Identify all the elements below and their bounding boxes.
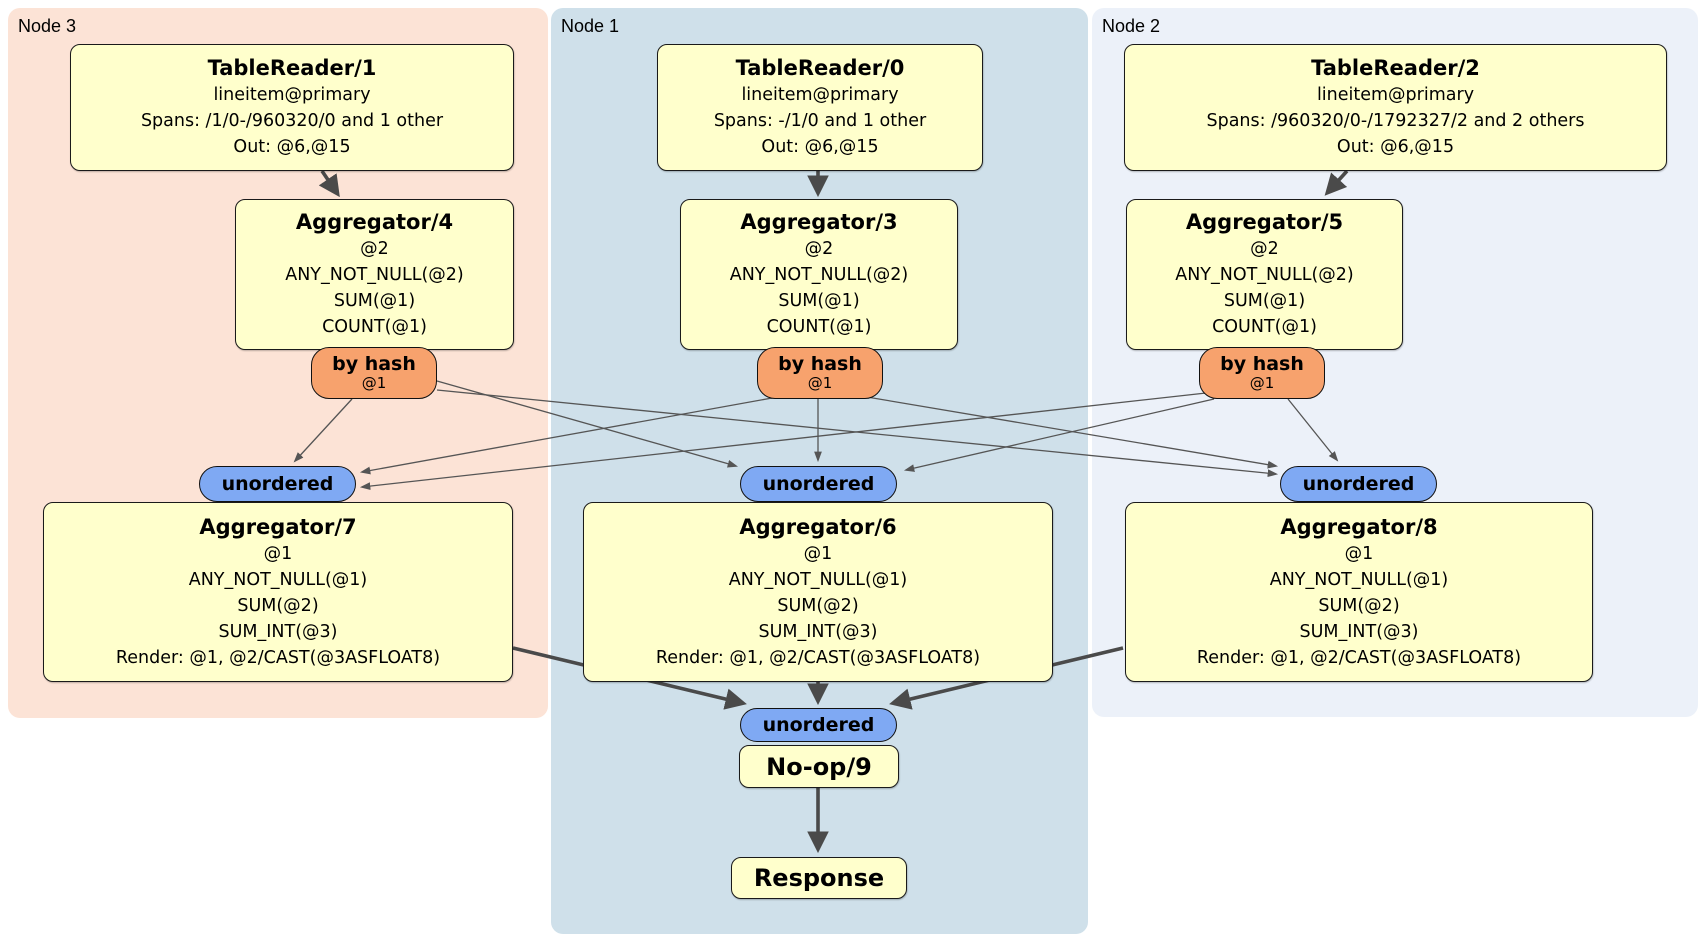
processor-title: Aggregator/7: [199, 514, 357, 539]
processor-detail: Out: @6,@15: [1336, 137, 1455, 157]
router-detail: @1: [361, 374, 387, 392]
processor-detail: SUM(@1): [333, 291, 416, 311]
processor-aggregator-7: Aggregator/7 @1 ANY_NOT_NULL(@1) SUM(@2)…: [43, 502, 513, 682]
processor-tablereader-1: TableReader/1 lineitem@primary Spans: /1…: [70, 44, 514, 171]
router-label: by hash: [778, 353, 862, 375]
processor-detail: SUM(@2): [237, 595, 319, 616]
processor-detail: @1: [803, 543, 833, 564]
synchronizer-unordered-final: unordered: [740, 708, 897, 742]
processor-detail: SUM(@1): [1223, 291, 1306, 311]
processor-detail: lineitem@primary: [213, 85, 371, 105]
processor-title: Response: [753, 864, 885, 892]
synchronizer-unordered-node2: unordered: [1280, 466, 1437, 502]
processor-detail: SUM_INT(@3): [218, 621, 338, 642]
processor-detail: Render: @1, @2/CAST(@3ASFLOAT8): [115, 647, 441, 668]
processor-detail: ANY_NOT_NULL(@1): [728, 569, 908, 590]
processor-detail: Out: @6,@15: [233, 137, 351, 157]
processor-detail: COUNT(@1): [1212, 317, 1317, 337]
processor-title: TableReader/2: [1311, 56, 1480, 80]
processor-aggregator-3: Aggregator/3 @2 ANY_NOT_NULL(@2) SUM(@1)…: [680, 199, 958, 350]
processor-tablereader-2: TableReader/2 lineitem@primary Spans: /9…: [1124, 44, 1667, 171]
processor-detail: @2: [1250, 239, 1279, 259]
node3-panel-label: Node 3: [18, 16, 77, 36]
processor-aggregator-6: Aggregator/6 @1 ANY_NOT_NULL(@1) SUM(@2)…: [583, 502, 1053, 682]
processor-noop-9: No-op/9: [739, 745, 899, 788]
synchronizer-unordered-node1: unordered: [740, 466, 897, 502]
node1-panel-label: Node 1: [561, 16, 620, 36]
processor-detail: Spans: /960320/0-/1792327/2 and 2 others: [1206, 111, 1585, 131]
processor-detail: Out: @6,@15: [761, 137, 879, 157]
processor-detail: Render: @1, @2/CAST(@3ASFLOAT8): [1196, 647, 1522, 668]
processor-tablereader-0: TableReader/0 lineitem@primary Spans: -/…: [657, 44, 983, 171]
processor-detail: ANY_NOT_NULL(@1): [1269, 569, 1449, 590]
processor-detail: SUM(@2): [777, 595, 859, 616]
processor-detail: @1: [1344, 543, 1374, 564]
processor-detail: Spans: -/1/0 and 1 other: [713, 111, 927, 131]
processor-detail: @1: [263, 543, 293, 564]
processor-detail: COUNT(@1): [766, 317, 872, 337]
router-detail: @1: [1249, 374, 1275, 392]
processor-detail: ANY_NOT_NULL(@2): [729, 265, 909, 285]
processor-detail: SUM(@1): [778, 291, 860, 311]
processor-detail: SUM_INT(@3): [758, 621, 878, 642]
processor-title: TableReader/1: [207, 56, 377, 80]
processor-detail: lineitem@primary: [741, 85, 899, 105]
processor-detail: ANY_NOT_NULL(@1): [188, 569, 368, 590]
processor-aggregator-4: Aggregator/4 @2 ANY_NOT_NULL(@2) SUM(@1)…: [235, 199, 514, 350]
processor-title: Aggregator/6: [739, 514, 897, 539]
router-detail: @1: [807, 374, 833, 392]
synchronizer-unordered-node3: unordered: [199, 466, 356, 502]
processor-title: Aggregator/5: [1185, 210, 1344, 234]
processor-aggregator-8: Aggregator/8 @1 ANY_NOT_NULL(@1) SUM(@2)…: [1125, 502, 1593, 682]
router-label: by hash: [1220, 353, 1304, 375]
processor-aggregator-5: Aggregator/5 @2 ANY_NOT_NULL(@2) SUM(@1)…: [1126, 199, 1403, 350]
node2-panel-label: Node 2: [1102, 16, 1161, 36]
processor-title: Aggregator/4: [295, 210, 454, 234]
router-by-hash-node2: by hash @1: [1199, 347, 1325, 399]
processor-detail: Render: @1, @2/CAST(@3ASFLOAT8): [655, 647, 981, 668]
processor-detail: Spans: /1/0-/960320/0 and 1 other: [140, 111, 444, 131]
router-by-hash-node3: by hash @1: [311, 347, 437, 399]
processor-title: Aggregator/8: [1280, 514, 1438, 539]
processor-detail: SUM_INT(@3): [1299, 621, 1419, 642]
processor-detail: ANY_NOT_NULL(@2): [285, 265, 464, 285]
router-label: by hash: [332, 353, 416, 375]
processor-title: No-op/9: [766, 752, 872, 781]
processor-detail: @2: [804, 239, 834, 259]
processor-detail: @2: [360, 239, 389, 259]
processor-detail: SUM(@2): [1318, 595, 1400, 616]
processor-detail: ANY_NOT_NULL(@2): [1175, 265, 1354, 285]
processor-detail: lineitem@primary: [1316, 85, 1475, 105]
processor-title: TableReader/0: [735, 56, 905, 80]
router-by-hash-node1: by hash @1: [757, 347, 883, 399]
processor-title: Aggregator/3: [740, 210, 898, 234]
response-node: Response: [731, 857, 907, 899]
processor-detail: COUNT(@1): [322, 317, 427, 337]
